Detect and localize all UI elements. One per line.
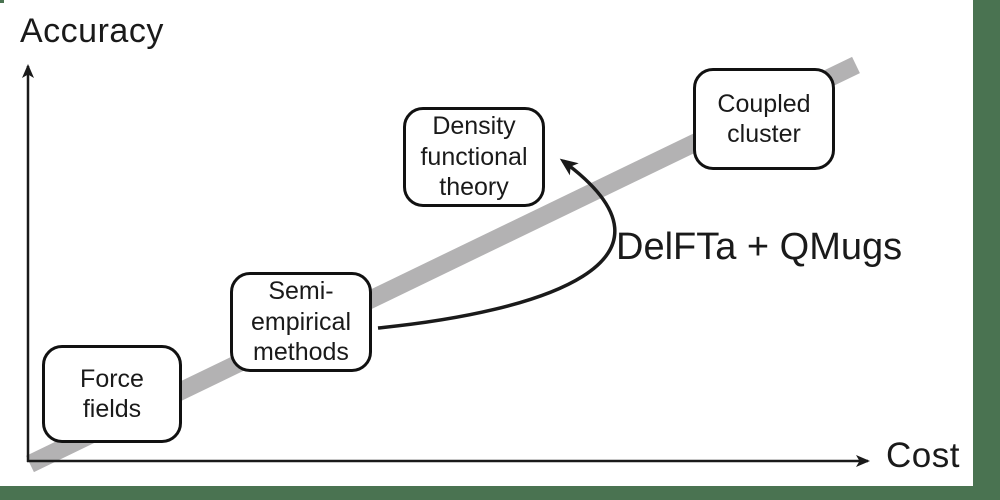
- y-axis-label: Accuracy: [20, 12, 164, 50]
- method-label-semi-empirical: Semi- empirical methods: [250, 277, 352, 367]
- method-label-force-fields: Force fields: [80, 364, 144, 424]
- method-label-coupled-cluster: Coupled cluster: [717, 89, 811, 149]
- method-box-density-functional-theory: Density functional theory: [403, 107, 545, 207]
- method-box-semi-empirical: Semi- empirical methods: [230, 272, 372, 372]
- background-corner: [0, 0, 4, 3]
- method-box-force-fields: Force fields: [42, 345, 182, 443]
- method-box-coupled-cluster: Coupled cluster: [693, 68, 835, 170]
- improvement-arrow: [377, 158, 617, 330]
- annotation-delfta-qmugs: DelFTa + QMugs: [616, 226, 903, 268]
- method-label-density-functional-theory: Density functional theory: [420, 112, 528, 202]
- x-axis-label: Cost: [886, 436, 960, 475]
